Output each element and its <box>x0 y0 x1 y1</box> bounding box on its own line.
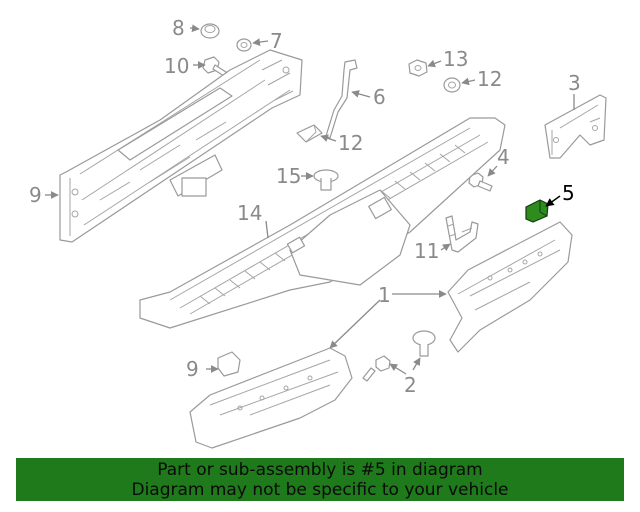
leader-1b <box>329 299 381 349</box>
callout-1: 1 <box>378 283 391 307</box>
part-3-side-bracket <box>544 94 607 159</box>
part-11-bracket <box>445 215 479 253</box>
part-6-bracket <box>325 59 358 139</box>
leader-12b <box>320 134 337 142</box>
part-1-bumper-right <box>447 221 573 353</box>
part-14-step-pad <box>139 117 506 329</box>
info-banner: Part or sub-assembly is #5 in diagram Di… <box>16 458 624 501</box>
leader-12a <box>461 77 476 86</box>
callout-7: 7 <box>270 29 283 53</box>
part-8-push-pin <box>200 23 220 39</box>
part-12-clip <box>296 124 323 143</box>
leader-4 <box>487 165 498 177</box>
leader-11 <box>440 243 451 252</box>
leader-13 <box>427 59 442 68</box>
part-7-washer <box>236 38 252 52</box>
part-12-washer-upper <box>443 77 461 93</box>
banner-line-1: Part or sub-assembly is #5 in diagram <box>157 460 483 480</box>
part-4-bolt <box>468 172 493 192</box>
callout-12a: 12 <box>477 67 502 91</box>
callout-11: 11 <box>414 239 439 263</box>
part-2-bolt-a <box>362 355 391 382</box>
leader-7 <box>252 38 269 46</box>
banner-line-2: Diagram may not be specific to your vehi… <box>131 480 509 500</box>
leader-14 <box>265 220 269 239</box>
part-9-hitch-frame <box>59 49 303 243</box>
callout-9a: 9 <box>29 183 42 207</box>
part-10-bolt <box>202 56 227 77</box>
leader-2a <box>389 363 407 375</box>
callout-6: 6 <box>373 85 386 109</box>
part-1-bumper-left <box>189 347 353 449</box>
callout-5: 5 <box>562 181 575 205</box>
callout-9b: 9 <box>186 357 199 381</box>
leader-5 <box>545 195 561 207</box>
callout-4: 4 <box>497 145 510 169</box>
part-5-highlighted-bracket <box>525 199 549 223</box>
callout-3: 3 <box>568 71 581 95</box>
part-2-bolt-b <box>412 330 436 357</box>
part-13-nut <box>408 59 428 77</box>
callout-15: 15 <box>276 164 301 188</box>
callout-14: 14 <box>237 201 262 225</box>
part-15-push-clip <box>313 169 339 191</box>
callout-12b: 12 <box>338 131 363 155</box>
callout-8: 8 <box>172 16 185 40</box>
callout-2: 2 <box>404 373 417 397</box>
callout-10: 10 <box>164 54 189 78</box>
leader-6 <box>351 90 371 98</box>
parts-diagram: 8 7 10 9 6 13 1 <box>29 16 607 449</box>
leader-8 <box>189 24 200 33</box>
callout-13: 13 <box>443 47 468 71</box>
part-9-clip <box>217 351 241 377</box>
leader-2b <box>412 357 421 371</box>
